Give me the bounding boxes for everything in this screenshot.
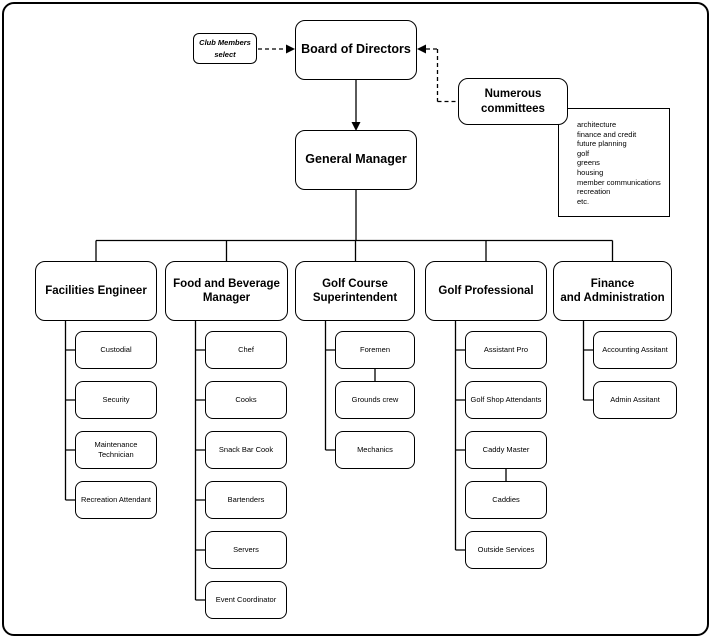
- node-numerous-committees: Numerous committees: [458, 78, 568, 125]
- node-accounting-assitant: Accounting Assitant: [593, 331, 677, 369]
- node-label: Chef: [238, 345, 254, 355]
- node-label: select: [214, 49, 236, 59]
- committee-item: finance and credit: [577, 129, 637, 139]
- node-label: Cooks: [235, 395, 257, 405]
- node-admin-assitant: Admin Assitant: [593, 381, 677, 419]
- node-label: Admin Assitant: [610, 395, 660, 405]
- committee-item: housing: [577, 167, 604, 177]
- arrowhead-into-board-left: [286, 44, 295, 54]
- node-label: Caddy Master: [482, 445, 530, 455]
- node-label: Event Coordinator: [215, 595, 277, 605]
- node-label: Accounting Assitant: [602, 345, 668, 355]
- connector-col-finance: [582, 321, 593, 401]
- node-label: Security: [102, 395, 130, 405]
- node-label: Grounds crew: [351, 395, 399, 405]
- committee-item: architecture: [577, 120, 617, 129]
- node-chef: Chef: [205, 331, 287, 369]
- node-bartenders: Bartenders: [205, 481, 287, 519]
- node-label: Food and Beverage: [173, 277, 280, 290]
- node-label: Board of Directors: [301, 42, 411, 57]
- committee-item: future planning: [577, 139, 627, 149]
- connector-col-facilities: [64, 321, 75, 501]
- connector-dept-stubs: [95, 240, 614, 261]
- node-event-coordinator: Event Coordinator: [205, 581, 287, 619]
- node-label: Facilities Engineer: [45, 284, 147, 297]
- node-label: Golf Shop Attendants: [470, 395, 542, 405]
- arrowhead-into-board-right: [417, 44, 426, 54]
- node-grounds-crew: Grounds crew: [335, 381, 415, 419]
- committee-item: etc.: [577, 196, 590, 206]
- node-snack-bar-cook: Snack Bar Cook: [205, 431, 287, 469]
- node-label: Golf Professional: [438, 284, 534, 297]
- node-label: Snack Bar Cook: [218, 445, 274, 455]
- node-label: Outside Services: [477, 545, 535, 555]
- node-label: Recreation Attendant: [80, 495, 152, 505]
- arrowhead-into-gm: [351, 122, 361, 131]
- node-label: Custodial: [100, 345, 132, 355]
- node-servers: Servers: [205, 531, 287, 569]
- node-golf-shop-attendants: Golf Shop Attendants: [465, 381, 547, 419]
- node-label: Superintendent: [312, 292, 398, 304]
- node-foremen: Foremen: [335, 331, 415, 369]
- committee-item: golf: [577, 148, 590, 158]
- connector-col-food-beverage: [194, 321, 205, 601]
- node-label: Numerous: [484, 88, 542, 101]
- connector-col-golf-course: [324, 321, 335, 451]
- node-label: Finance: [590, 277, 635, 290]
- node-club-members-select: Club Members select: [193, 33, 257, 64]
- node-label: Golf Course: [322, 277, 388, 290]
- node-mechanics: Mechanics: [335, 431, 415, 469]
- node-golf-professional: Golf Professional: [425, 261, 547, 321]
- node-cooks: Cooks: [205, 381, 287, 419]
- node-golf-course-superintendent: Golf Course Superintendent: [295, 261, 415, 321]
- node-label: and Administration: [560, 292, 665, 304]
- node-label: Caddies: [492, 495, 520, 505]
- node-custodial: Custodial: [75, 331, 157, 369]
- node-food-and-beverage-manager: Food and Beverage Manager: [165, 261, 288, 321]
- node-facilities-engineer: Facilities Engineer: [35, 261, 157, 321]
- node-outside-services: Outside Services: [465, 531, 547, 569]
- node-finance-and-administration: Finance and Administration: [553, 261, 672, 321]
- node-label: Bartenders: [227, 495, 265, 505]
- committee-item: greens: [577, 158, 600, 168]
- node-caddy-master: Caddy Master: [465, 431, 547, 469]
- node-general-manager: General Manager: [295, 130, 417, 190]
- committee-item: recreation: [577, 187, 611, 197]
- committees-list-box: architecture finance and credit future p…: [558, 108, 670, 217]
- node-label: General Manager: [305, 152, 407, 167]
- committee-item: member communications: [577, 177, 661, 187]
- connector-committees-to-board: [426, 48, 458, 103]
- node-security: Security: [75, 381, 157, 419]
- node-label: Servers: [233, 545, 259, 555]
- node-label: Foremen: [359, 345, 390, 355]
- node-label: Manager: [202, 292, 251, 304]
- node-label: Assistant Pro: [483, 345, 529, 355]
- node-label: Mechanics: [357, 445, 393, 455]
- node-label: Maintenance Technician: [94, 440, 138, 459]
- node-maintenance-technician: Maintenance Technician: [75, 431, 157, 469]
- node-recreation-attendant: Recreation Attendant: [75, 481, 157, 519]
- node-board-of-directors: Board of Directors: [295, 20, 417, 80]
- node-assistant-pro: Assistant Pro: [465, 331, 547, 369]
- node-label: Club Members: [199, 37, 251, 47]
- node-label: committees: [481, 102, 545, 115]
- node-caddies: Caddies: [465, 481, 547, 519]
- connector-col-golf-professional: [454, 321, 465, 551]
